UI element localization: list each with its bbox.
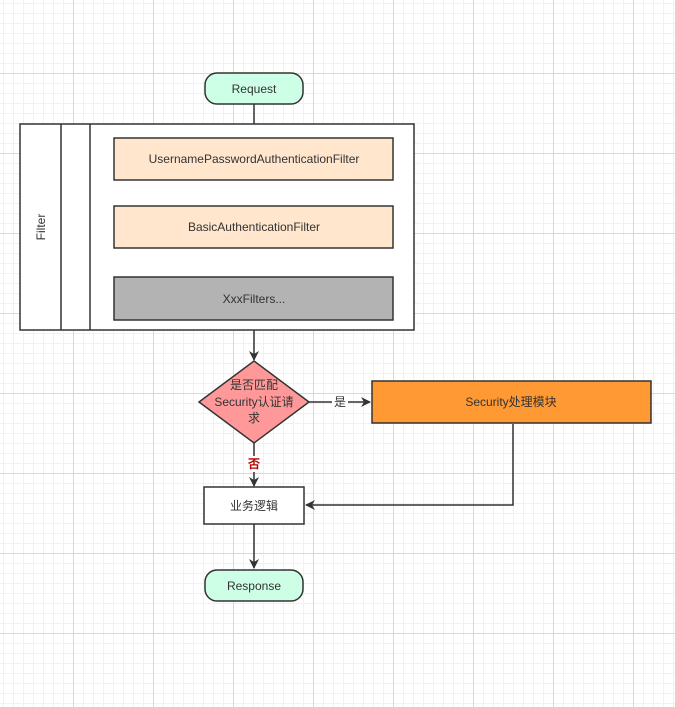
response-node: Response — [204, 569, 304, 602]
decision-diamond — [197, 360, 311, 444]
security-module-label: Security处理模块 — [465, 395, 556, 409]
decision-label-line-1: 是否匹配 — [230, 378, 278, 392]
edge-security-module-to-business-logic — [305, 424, 514, 510]
xxx-filters: XxxFilters... — [113, 276, 394, 321]
no-edge-label: 否 — [246, 456, 262, 472]
business-logic-label: 业务逻辑 — [230, 498, 278, 513]
decision-label-line-3: 求 — [248, 411, 260, 425]
username-password-filter-box — [113, 137, 394, 181]
request-terminal — [204, 72, 304, 105]
yes-edge-label: 是 — [332, 394, 348, 410]
request-node: Request — [204, 72, 304, 105]
username-password-filter-label: UsernamePasswordAuthenticationFilter — [149, 152, 360, 166]
response-terminal — [204, 569, 304, 602]
decision-node: 是否匹配 Security认证请 求 — [197, 360, 311, 444]
yes-label-background — [332, 394, 348, 410]
basic-auth-filter: BasicAuthenticationFilter — [113, 205, 394, 249]
xxx-filters-label: XxxFilters... — [223, 292, 286, 306]
username-password-filter: UsernamePasswordAuthenticationFilter — [113, 137, 394, 181]
business-logic-box — [203, 486, 305, 525]
decision-label-line-2: Security认证请 — [214, 395, 293, 409]
yes-label: 是 — [334, 395, 346, 409]
xxx-filters-box — [113, 276, 394, 321]
filter-lane-label: Filter — [34, 214, 48, 241]
business-logic-node: 业务逻辑 — [203, 486, 305, 525]
security-module-node: Security处理模块 — [371, 380, 652, 424]
request-label: Request — [232, 82, 277, 96]
basic-auth-filter-box — [113, 205, 394, 249]
basic-auth-filter-label: BasicAuthenticationFilter — [188, 220, 320, 234]
security-module-box — [371, 380, 652, 424]
response-label: Response — [227, 579, 281, 593]
no-label: 否 — [247, 457, 260, 471]
no-label-background — [246, 456, 262, 472]
